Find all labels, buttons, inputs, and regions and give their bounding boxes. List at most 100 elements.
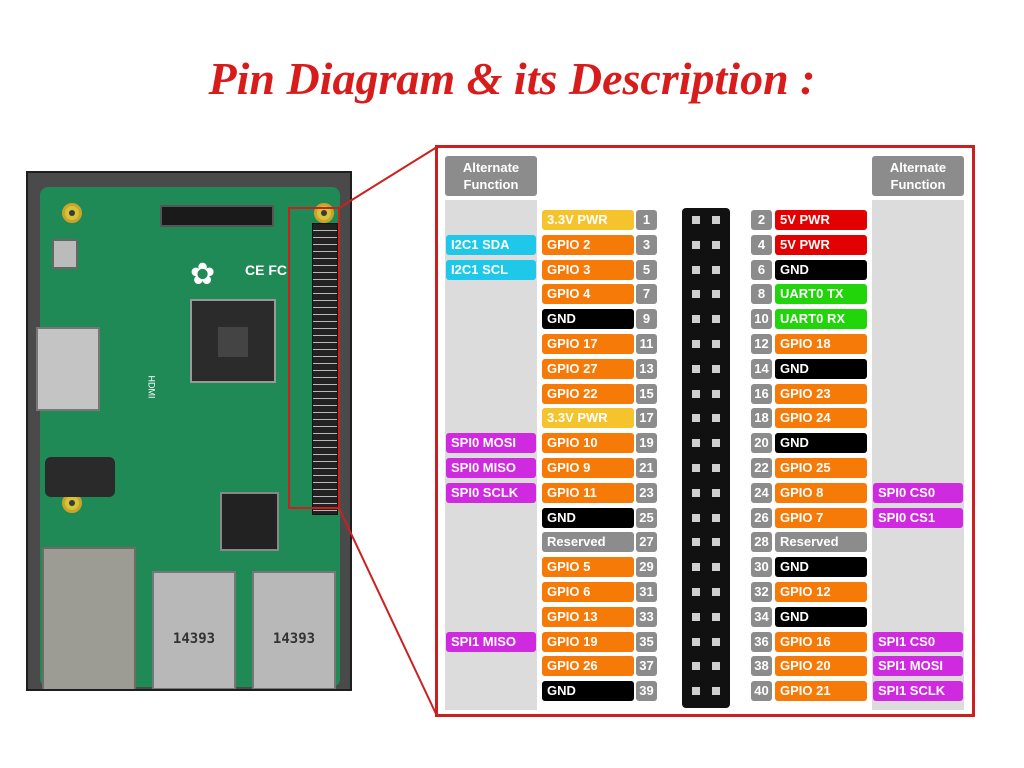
header-pin-icon: [712, 216, 720, 224]
header-pin-icon: [692, 563, 700, 572]
header-pin-icon: [692, 662, 700, 671]
alt-function-label: SPI0 SCLK: [446, 482, 536, 503]
pin-number: 29: [636, 557, 657, 578]
header-pin-icon: [692, 265, 700, 274]
alt-function-label: SPI0 MISO: [446, 458, 536, 478]
alt-function-column-left: [445, 200, 537, 710]
pin-label: GND: [542, 309, 634, 330]
pin-label: GPIO 6: [542, 582, 634, 602]
pin-label: GPIO 16: [775, 631, 867, 652]
header-pin-icon: [712, 414, 720, 423]
header-pin-icon: [692, 538, 700, 547]
pin-number: 10: [751, 309, 772, 330]
pin-label: GPIO 3: [542, 259, 634, 280]
header-pin-icon: [692, 513, 700, 522]
header-pin-icon: [712, 513, 720, 522]
gpio-header-illustration: [682, 208, 730, 708]
pin-number: 33: [636, 606, 657, 627]
alt-function-label: I2C1 SDA: [446, 234, 536, 255]
pin-number: 38: [751, 656, 772, 677]
pin-label: 3.3V PWR: [542, 210, 634, 230]
alt-function-label: SPI0 CS1: [873, 507, 963, 528]
alt-function-label: SPI0 MOSI: [446, 433, 536, 454]
pin-label: GPIO 19: [542, 631, 634, 652]
display-connector: [160, 205, 274, 227]
pin-number: 4: [751, 234, 772, 255]
alt-function-label: SPI1 MOSI: [873, 656, 963, 677]
pin-number: 18: [751, 408, 772, 429]
usb-port: 14393: [252, 571, 336, 689]
pin-label: GPIO 23: [775, 383, 867, 404]
pin-number: 2: [751, 210, 772, 230]
header-pin-icon: [692, 364, 700, 373]
pin-number: 32: [751, 582, 772, 602]
pin-label: GPIO 26: [542, 656, 634, 677]
pin-label: 5V PWR: [775, 210, 867, 230]
pin-number: 27: [636, 532, 657, 553]
pin-number: 20: [751, 433, 772, 454]
pin-label: GPIO 4: [542, 284, 634, 305]
usb-port-label: 14393: [172, 631, 216, 647]
pin-label: GPIO 11: [542, 482, 634, 503]
pin-number: 3: [636, 234, 657, 255]
header-pin-icon: [692, 389, 700, 398]
pin-label: GPIO 13: [542, 606, 634, 627]
pin-number: 14: [751, 358, 772, 379]
header-pin-icon: [692, 637, 700, 646]
header-pin-icon: [712, 315, 720, 324]
pin-number: 36: [751, 631, 772, 652]
pin-number: 1: [636, 210, 657, 230]
pin-label: GND: [775, 433, 867, 454]
raspberry-logo-icon: ✿: [190, 258, 216, 291]
mounting-hole: [314, 203, 334, 223]
header-pin-icon: [712, 588, 720, 596]
pin-number: 19: [636, 433, 657, 454]
header-pin-icon: [712, 439, 720, 448]
pin-label: 3.3V PWR: [542, 408, 634, 429]
alt-function-label: I2C1 SCL: [446, 259, 536, 280]
header-pin-icon: [692, 439, 700, 448]
pin-number: 34: [751, 606, 772, 627]
pin-number: 17: [636, 408, 657, 429]
header-pin-icon: [712, 637, 720, 646]
pin-number: 40: [751, 681, 772, 702]
header-pin-icon: [712, 464, 720, 472]
pinout-panel: Alternate Function Alternate Function 3.…: [435, 145, 975, 717]
alt-function-label: SPI0 CS0: [873, 482, 963, 503]
pin-number: 9: [636, 309, 657, 330]
pin-number: 15: [636, 383, 657, 404]
raspberry-pi-board-photo: ✿ CE FC HDMI 14393 14393: [26, 171, 352, 691]
pin-number: 23: [636, 482, 657, 503]
soc-chip: [190, 299, 276, 383]
pin-label: GPIO 12: [775, 582, 867, 602]
ce-mark: CE FC: [245, 262, 287, 278]
header-pin-icon: [712, 563, 720, 572]
pin-number: 8: [751, 284, 772, 305]
header-pin-icon: [712, 290, 720, 299]
pin-label: GND: [775, 557, 867, 578]
pin-label: GPIO 20: [775, 656, 867, 677]
header-pin-icon: [692, 464, 700, 472]
audio-jack: [45, 457, 115, 497]
gpio-header-strip: [312, 223, 338, 515]
header-pin-icon: [692, 240, 700, 249]
pin-label: GPIO 2: [542, 234, 634, 255]
pin-label: GPIO 10: [542, 433, 634, 454]
pin-label: GND: [775, 358, 867, 379]
alt-function-column-right: [872, 200, 964, 710]
pin-number: 7: [636, 284, 657, 305]
pin-label: GPIO 5: [542, 557, 634, 578]
pin-label: Reserved: [775, 532, 867, 553]
pin-number: 31: [636, 582, 657, 602]
pin-label: GND: [775, 259, 867, 280]
header-pin-icon: [712, 612, 720, 621]
usb-port: 14393: [152, 571, 236, 689]
pin-label: GPIO 8: [775, 482, 867, 503]
alt-function-label: SPI1 CS0: [873, 631, 963, 652]
hdmi-port: [36, 327, 100, 411]
header-pin-icon: [712, 687, 720, 696]
pin-label: GPIO 7: [775, 507, 867, 528]
pin-label: GPIO 24: [775, 408, 867, 429]
pin-number: 22: [751, 458, 772, 478]
header-pin-icon: [712, 340, 720, 348]
